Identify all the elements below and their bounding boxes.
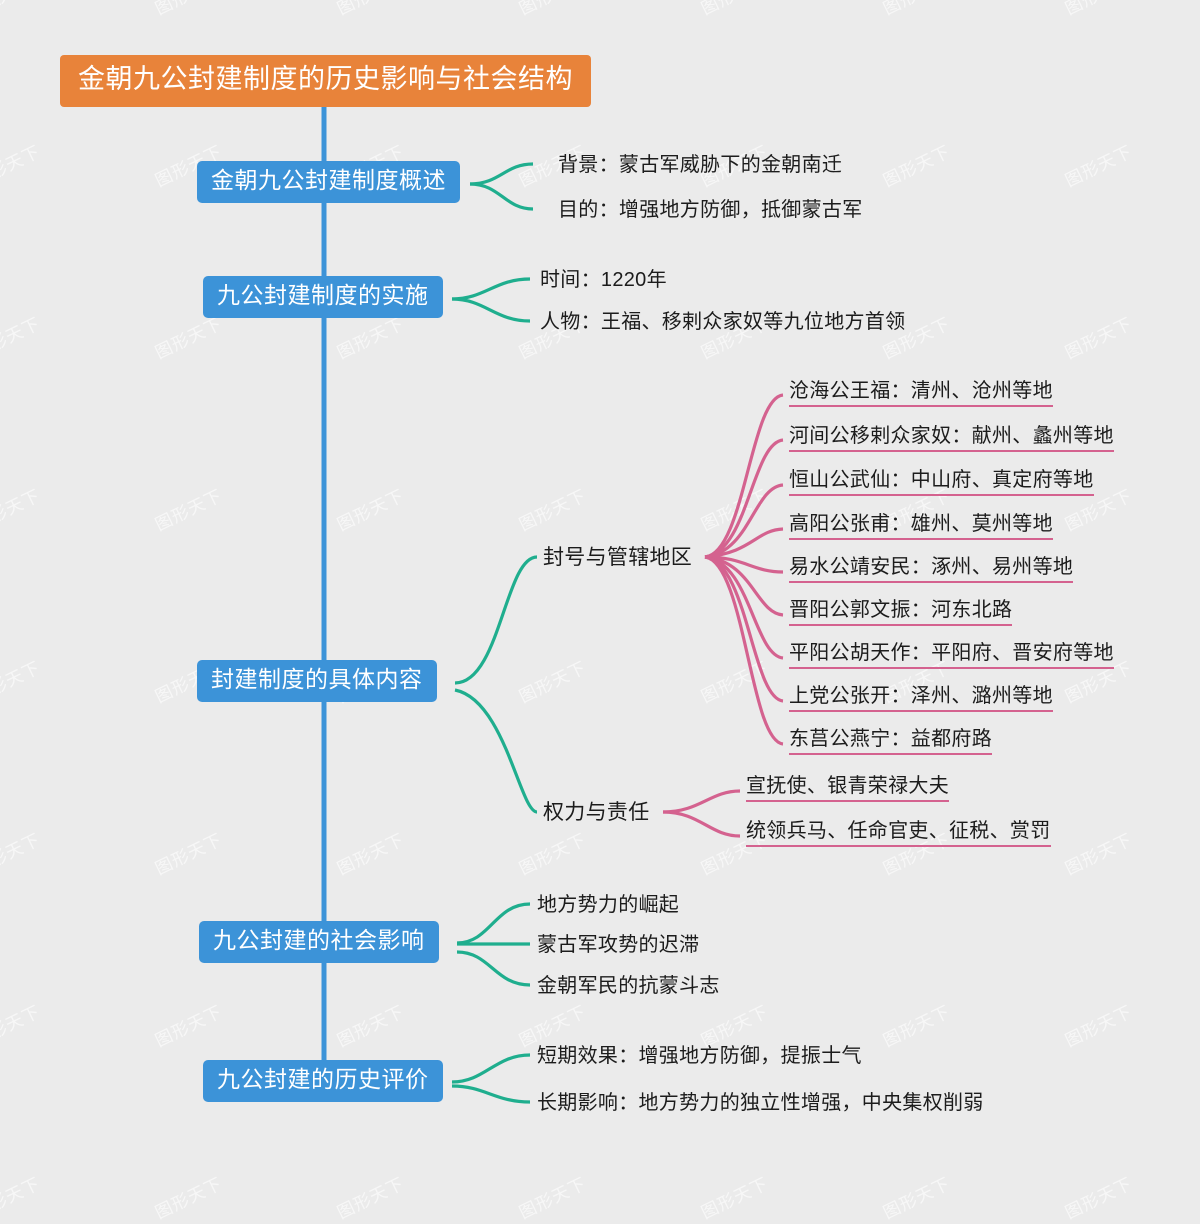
duke-item-8[interactable]: 上党公张开：泽州、潞州等地 (789, 684, 1053, 712)
leaf-b4-3[interactable]: 金朝军民的抗蒙斗志 (537, 975, 720, 997)
watermark-text: 图形天下 (0, 1173, 44, 1223)
link-t1-d1 (704, 393, 784, 559)
link-b2-l1 (451, 277, 531, 301)
leaf-b5-2[interactable]: 长期影响：地方势力的独立性增强，中央集权削弱 (537, 1092, 984, 1114)
leaf-b2-2[interactable]: 人物：王福、移剌众家奴等九位地方首领 (540, 311, 906, 333)
duke-item-6[interactable]: 晋阳公郭文振：河东北路 (789, 598, 1013, 626)
link-b5-l1 (451, 1053, 531, 1084)
watermark-text: 图形天下 (698, 1173, 772, 1223)
link-t1-d2 (704, 438, 784, 559)
leaf-b1-1[interactable]: 背景：蒙古军威胁下的金朝南迁 (558, 154, 843, 176)
power-item-2[interactable]: 统领兵马、任命官吏、征税、赏罚 (746, 819, 1051, 847)
branch-node-5[interactable]: 九公封建的历史评价 (203, 1060, 443, 1102)
watermark-text: 图形天下 (1062, 1173, 1136, 1223)
root-node[interactable]: 金朝九公封建制度的历史影响与社会结构 (60, 55, 591, 107)
duke-item-2[interactable]: 河间公移剌众家奴：献州、蠡州等地 (789, 424, 1114, 452)
link-t2-l2 (662, 810, 741, 838)
leaf-b4-2[interactable]: 蒙古军攻势的迟滞 (537, 934, 700, 956)
duke-item-3[interactable]: 恒山公武仙：中山府、真定府等地 (789, 468, 1094, 496)
link-b5-l2 (451, 1084, 531, 1104)
link-t1-d4 (704, 527, 784, 559)
link-t1-d8 (704, 555, 784, 703)
link-b1-l2 (469, 182, 534, 211)
watermark-text: 图形天下 (516, 1173, 590, 1223)
duke-item-4[interactable]: 高阳公张甫：雄州、莫州等地 (789, 512, 1053, 540)
watermark-text: 图形天下 (152, 1173, 226, 1223)
duke-item-5[interactable]: 易水公靖安民：涿州、易州等地 (789, 555, 1074, 583)
link-t1-d9 (704, 555, 784, 746)
link-b2-l2 (451, 297, 531, 323)
link-b4-l1 (456, 902, 531, 945)
link-t1-d3 (704, 483, 784, 559)
branch-node-4[interactable]: 九公封建的社会影响 (199, 921, 439, 963)
connector-layer (321, 106, 784, 1104)
topic-node-quan-li[interactable]: 权力与责任 (543, 801, 650, 824)
topic-node-feng-hao[interactable]: 封号与管辖地区 (543, 546, 693, 569)
leaf-b1-2[interactable]: 目的：增强地方防御，抵御蒙古军 (558, 199, 863, 221)
duke-item-9[interactable]: 东莒公燕宁：益都府路 (789, 727, 992, 755)
link-b3-t2 (454, 688, 538, 814)
leaf-b4-1[interactable]: 地方势力的崛起 (537, 894, 680, 916)
mindmap-canvas: 图形天下图形天下图形天下图形天下图形天下图形天下图形天下图形天下图形天下图形天下… (0, 0, 1135, 1223)
watermark-text: 图形天下 (880, 1173, 954, 1223)
power-item-1[interactable]: 宣抚使、银青荣禄大夫 (746, 774, 949, 802)
link-b4-l3 (456, 950, 531, 987)
link-t2-l1 (662, 789, 741, 814)
leaf-b5-1[interactable]: 短期效果：增强地方防御，提振士气 (537, 1045, 862, 1067)
link-b1-l1 (469, 162, 534, 186)
branch-node-1[interactable]: 金朝九公封建制度概述 (197, 161, 460, 203)
link-b3-t1 (454, 555, 538, 685)
leaf-b2-1[interactable]: 时间：1220年 (540, 269, 667, 291)
watermark-text: 图形天下 (334, 1173, 408, 1223)
duke-item-7[interactable]: 平阳公胡天作：平阳府、晋安府等地 (789, 641, 1114, 669)
branch-node-3[interactable]: 封建制度的具体内容 (197, 660, 437, 702)
duke-item-1[interactable]: 沧海公王福：清州、沧州等地 (789, 379, 1053, 407)
branch-node-2[interactable]: 九公封建制度的实施 (203, 276, 443, 318)
